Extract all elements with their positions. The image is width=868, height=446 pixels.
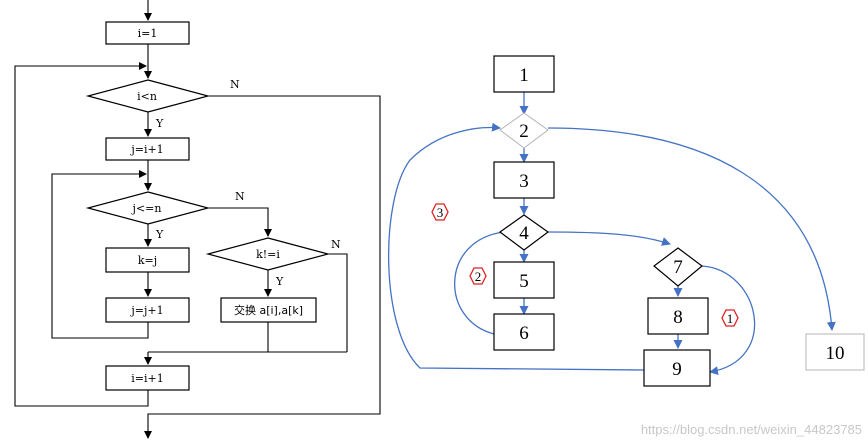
node-4-label: 4: [519, 223, 529, 244]
node-9-label: 9: [672, 359, 682, 380]
node-9: [643, 349, 711, 387]
k-assign-label: k=j: [138, 254, 157, 267]
node-7: [653, 247, 703, 287]
hexagon-icon: [431, 203, 449, 221]
region-marker-2: 2: [469, 267, 487, 285]
inner-loop-back: [51, 170, 149, 339]
swap-no-label: N: [331, 238, 341, 251]
node-10-label: 10: [826, 343, 845, 364]
node-1: [493, 55, 555, 93]
i-inc-label: i=i+1: [131, 372, 163, 385]
node-3: [493, 161, 555, 199]
outer-yes-label: Y: [155, 117, 164, 130]
outer-exit-line: [144, 95, 381, 439]
node-6-label: 6: [519, 323, 529, 344]
edge-7-9: [701, 265, 756, 376]
j-inc-box: [105, 297, 190, 323]
region-marker-2-label: 2: [475, 269, 482, 284]
edge-4-7: [547, 231, 671, 246]
swap-condition-label: k!=i: [256, 248, 280, 261]
node-3-label: 3: [519, 171, 529, 192]
hexagon-icon: [721, 309, 739, 327]
inner-no-label: N: [235, 190, 245, 203]
inner-exit-line: [208, 207, 272, 237]
node-6: [493, 313, 555, 351]
region-marker-1-label: 1: [727, 311, 734, 326]
init-label: i=1: [138, 27, 158, 40]
node-5-label: 5: [519, 271, 529, 292]
node-1-label: 1: [519, 65, 529, 86]
node-7-label: 7: [673, 257, 683, 278]
hexagon-icon: [469, 267, 487, 285]
region-marker-1: 1: [721, 309, 739, 327]
edge-6-4: [454, 231, 505, 335]
swap-box: [220, 297, 317, 323]
watermark: https://blog.csdn.net/weixin_44823785: [641, 422, 862, 437]
inner-yes-label: Y: [155, 228, 164, 241]
region-marker-3: 3: [431, 203, 449, 221]
j-inc-label: j=j+1: [129, 304, 163, 317]
flowchart: i=1 i<n N Y j=i+1 j<=n N Y k=j j=j+1 k!=…: [14, 0, 381, 439]
i-inc-box: [105, 365, 190, 391]
node-5: [493, 261, 555, 299]
node-8-label: 8: [673, 307, 683, 328]
node-2: [499, 112, 549, 149]
outer-loop-back: [14, 62, 149, 407]
node-2-label: 2: [519, 121, 529, 142]
outer-no-label: N: [230, 78, 240, 91]
node-8: [647, 297, 709, 335]
k-assign-box: [105, 247, 190, 273]
node-4: [498, 214, 550, 251]
swap-no-line: [328, 253, 348, 352]
swap-label: 交换 a[i],a[k]: [234, 303, 303, 317]
swap-yes-label: Y: [275, 275, 284, 288]
edge-2-10: [547, 127, 836, 331]
inner-condition-label: j<=n: [131, 202, 162, 215]
outer-condition-label: i<n: [137, 90, 157, 103]
edge-9-2: [388, 122, 645, 371]
control-flow-graph: 1 2 3 4 5 6 7 8 9 10 3 2 1: [388, 55, 865, 387]
node-10: [805, 333, 865, 371]
j-init-label: j=i+1: [129, 143, 163, 156]
region-marker-3-label: 3: [437, 205, 444, 220]
